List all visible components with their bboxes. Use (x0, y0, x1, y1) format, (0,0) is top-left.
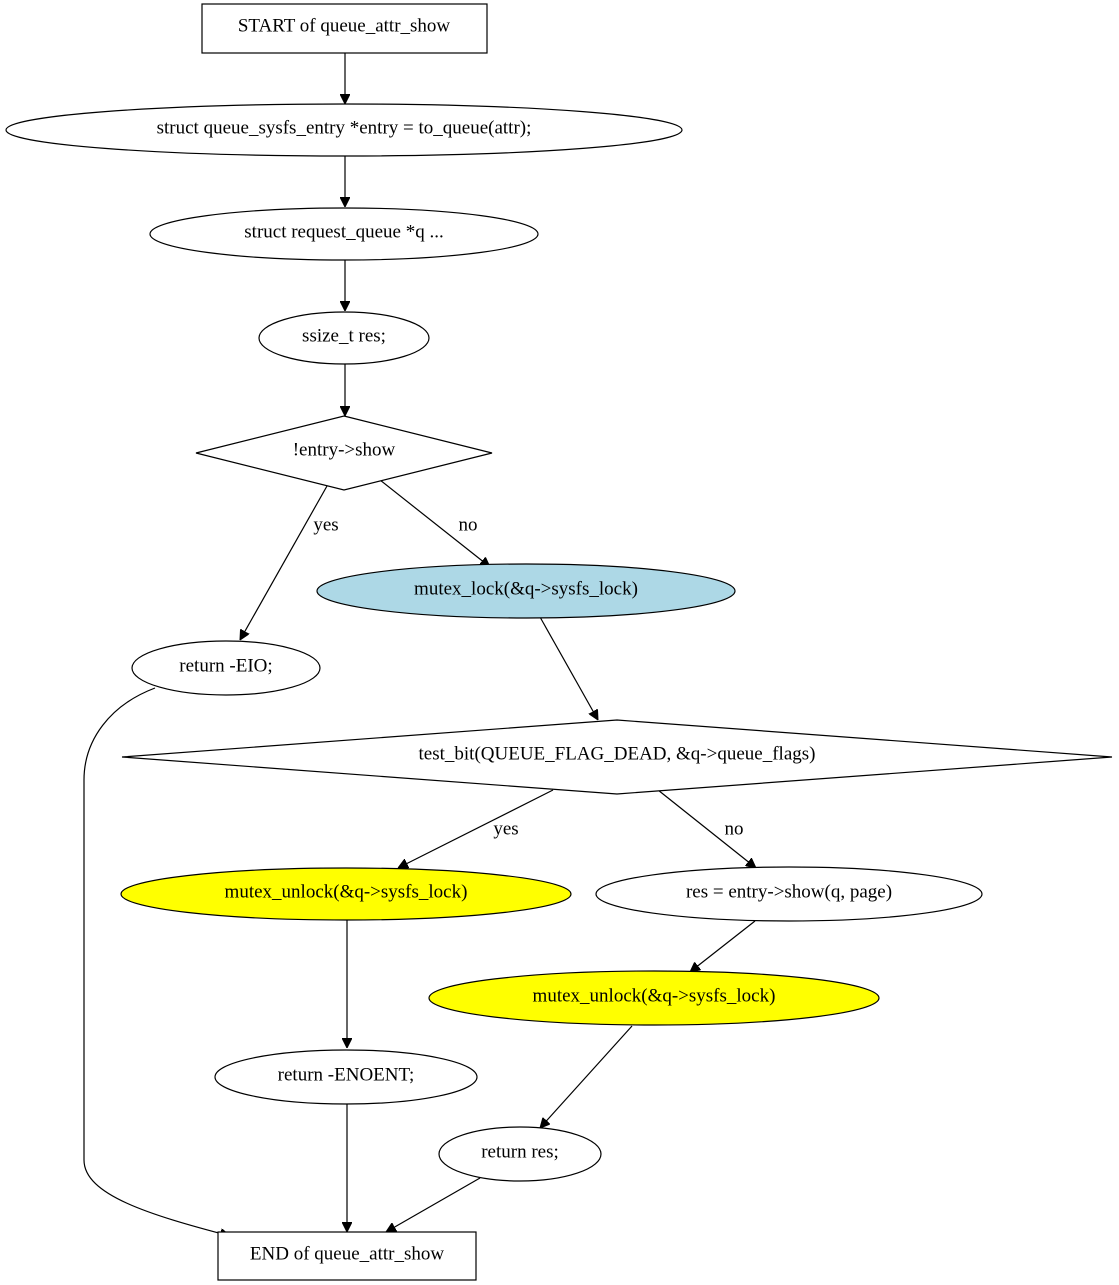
edge-check-show-yes (240, 485, 328, 640)
node-return-eio: return -EIO; (131, 640, 321, 696)
node-start: START of queue_attr_show (201, 3, 488, 54)
unlock-show-ellipse (428, 970, 880, 1026)
mutex-lock-ellipse (316, 563, 736, 619)
unlock-dead-ellipse (120, 867, 572, 921)
node-entry-decl: struct queue_sysfs_entry *entry = to_que… (5, 103, 683, 157)
end-label: END of queue_attr_show (250, 1244, 444, 1265)
edge-label-dead-yes: yes (493, 819, 518, 840)
start-label: START of queue_attr_show (238, 16, 451, 37)
check-show-label: !entry->show (293, 440, 396, 461)
check-dead-label: test_bit(QUEUE_FLAG_DEAD, &q->queue_flag… (419, 744, 816, 765)
edge-label-show-no: no (459, 515, 478, 536)
edges (83, 53, 756, 1236)
edge-mutex-lock-to-check-dead (539, 616, 598, 720)
node-end: END of queue_attr_show (217, 1231, 477, 1281)
return-res-ellipse (438, 1126, 602, 1182)
unlock-dead-label: mutex_unlock(&q->sysfs_lock) (225, 882, 468, 903)
node-call-show: res = entry->show(q, page) (595, 866, 983, 922)
edge-check-dead-yes (398, 789, 554, 869)
entry-decl-ellipse (5, 103, 683, 157)
call-show-ellipse (595, 866, 983, 922)
start-box (201, 3, 488, 54)
nodes: START of queue_attr_show struct queue_sy… (5, 3, 1113, 1281)
call-show-label: res = entry->show(q, page) (686, 882, 892, 903)
return-enoent-ellipse (214, 1049, 478, 1105)
edge-return-res-to-end (386, 1177, 481, 1232)
return-enoent-label: return -ENOENT; (278, 1065, 415, 1086)
edge-unlock-show-to-return-res (540, 1025, 633, 1128)
node-return-enoent: return -ENOENT; (214, 1049, 478, 1105)
res-decl-ellipse (258, 311, 430, 365)
return-eio-ellipse (131, 640, 321, 696)
edge-check-show-no (379, 479, 490, 567)
edge-label-dead-no: no (725, 819, 744, 840)
edge-return-eio-to-end (83, 687, 230, 1236)
edge-label-show-yes: yes (313, 515, 338, 536)
entry-decl-label: struct queue_sysfs_entry *entry = to_que… (157, 118, 532, 139)
node-unlock-dead: mutex_unlock(&q->sysfs_lock) (120, 867, 572, 921)
q-decl-ellipse (149, 207, 539, 261)
end-box (217, 1231, 477, 1281)
unlock-show-label: mutex_unlock(&q->sysfs_lock) (533, 986, 776, 1007)
node-res-decl: ssize_t res; (258, 311, 430, 365)
check-show-diamond (195, 415, 493, 491)
return-res-label: return res; (481, 1142, 559, 1163)
return-eio-label: return -EIO; (179, 656, 272, 677)
node-return-res: return res; (438, 1126, 602, 1182)
node-mutex-lock: mutex_lock(&q->sysfs_lock) (316, 563, 736, 619)
node-check-dead: test_bit(QUEUE_FLAG_DEAD, &q->queue_flag… (121, 719, 1113, 795)
check-dead-diamond (121, 719, 1113, 795)
edge-labels: yes no yes no (313, 515, 743, 840)
q-decl-label: struct request_queue *q ... (244, 222, 443, 243)
node-unlock-show: mutex_unlock(&q->sysfs_lock) (428, 970, 880, 1026)
edge-check-dead-no (657, 789, 756, 868)
node-q-decl: struct request_queue *q ... (149, 207, 539, 261)
node-check-show: !entry->show (195, 415, 493, 491)
mutex-lock-label: mutex_lock(&q->sysfs_lock) (414, 579, 638, 600)
res-decl-label: ssize_t res; (302, 326, 386, 347)
edge-call-show-to-unlock-show (690, 920, 756, 972)
